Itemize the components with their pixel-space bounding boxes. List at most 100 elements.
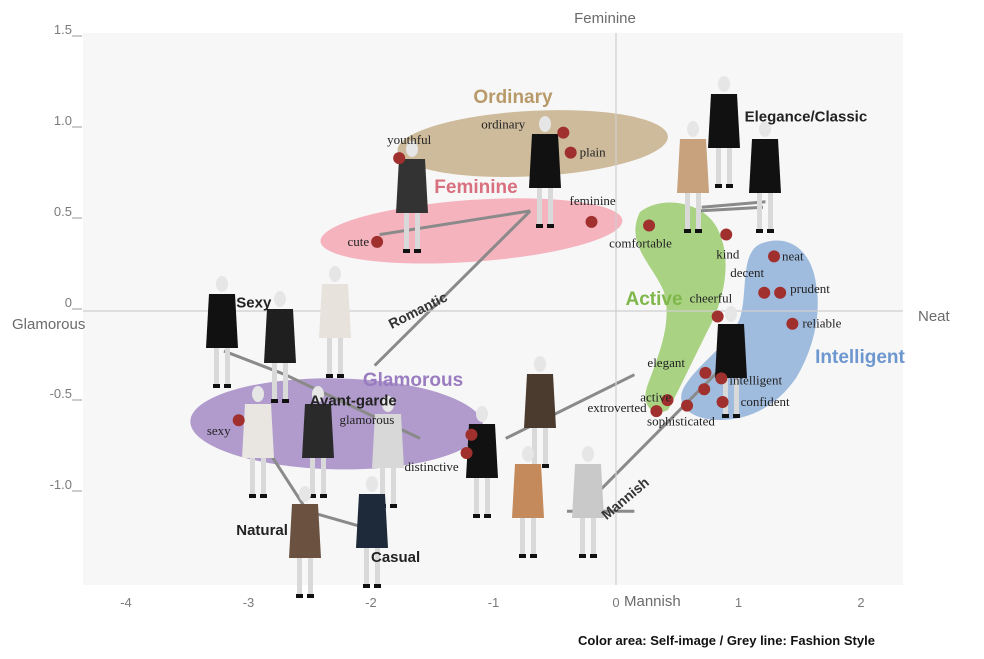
axis-label-top: Feminine bbox=[574, 10, 636, 27]
y-tick-label: -1.0 bbox=[50, 477, 72, 492]
model-shoe bbox=[473, 514, 480, 518]
model-shoe bbox=[320, 494, 327, 498]
model-leg bbox=[225, 348, 230, 386]
model-leg bbox=[308, 558, 313, 596]
point-extroverted bbox=[661, 394, 674, 407]
model-shoe bbox=[733, 414, 740, 418]
point-label-comfortable: comfortable bbox=[609, 235, 672, 250]
model-leg bbox=[214, 348, 219, 386]
model-figures bbox=[206, 76, 781, 598]
model-leg bbox=[716, 148, 721, 186]
style-label-casual: Casual bbox=[371, 549, 420, 566]
point-ordinary bbox=[557, 126, 570, 139]
model-head bbox=[406, 141, 418, 157]
model-leg bbox=[391, 468, 396, 506]
model-body bbox=[512, 464, 544, 518]
x-tick-label: 0 bbox=[612, 595, 619, 610]
model-leg bbox=[297, 558, 302, 596]
model-shoe bbox=[309, 494, 316, 498]
point-label-decent: decent bbox=[730, 265, 764, 280]
point-sophisticated bbox=[681, 399, 694, 412]
model-leg bbox=[283, 363, 288, 401]
point-active bbox=[698, 383, 711, 396]
model-leg bbox=[520, 518, 525, 556]
y-tick-label: 1.5 bbox=[54, 22, 72, 37]
model-body bbox=[264, 309, 296, 363]
model-shoe bbox=[684, 229, 691, 233]
model-leg bbox=[250, 458, 255, 496]
style-line-elegance/classic bbox=[699, 205, 764, 213]
point-label-reliable: reliable bbox=[802, 316, 841, 331]
region-label-ordinary: Ordinary bbox=[473, 87, 553, 108]
model-body bbox=[396, 159, 428, 213]
point-label-confident: confident bbox=[741, 394, 790, 409]
point-label-glamorous: glamorous bbox=[339, 412, 394, 427]
model-leg bbox=[310, 458, 315, 496]
model-shoe bbox=[390, 504, 397, 508]
point-youthful bbox=[393, 152, 406, 165]
point-intelligent bbox=[715, 372, 728, 385]
model-shoe bbox=[756, 229, 763, 233]
model-head bbox=[534, 356, 546, 372]
point-label-ordinary: ordinary bbox=[481, 117, 526, 132]
point-sexy bbox=[232, 414, 245, 427]
model-leg bbox=[404, 213, 409, 251]
model-leg bbox=[364, 548, 369, 586]
model-shoe bbox=[363, 584, 370, 588]
point-label-elegant: elegant bbox=[647, 355, 685, 370]
model-leg bbox=[734, 378, 739, 416]
region-label-glamorous: Glamorous bbox=[363, 370, 463, 391]
x-tick-label: -4 bbox=[120, 595, 132, 610]
style-connector bbox=[701, 200, 766, 209]
model-body bbox=[356, 494, 388, 548]
point-sophisticated-2 bbox=[650, 405, 663, 418]
model-shoe bbox=[726, 184, 733, 188]
model-head bbox=[582, 446, 594, 462]
x-tick-label: 2 bbox=[857, 595, 864, 610]
model-body bbox=[289, 504, 321, 558]
model-leg bbox=[531, 518, 536, 556]
model-body bbox=[372, 414, 404, 468]
term-points bbox=[232, 126, 799, 459]
model-head bbox=[216, 276, 228, 292]
model-body bbox=[302, 404, 334, 458]
model-shoe bbox=[715, 184, 722, 188]
model-shoe bbox=[374, 584, 381, 588]
model-shoe bbox=[767, 229, 774, 233]
point-label-prudent: prudent bbox=[790, 281, 830, 296]
model-head bbox=[718, 76, 730, 92]
model-shoe bbox=[296, 594, 303, 598]
axis-label-bottom: Mannish bbox=[624, 593, 681, 610]
model-leg bbox=[548, 188, 553, 226]
model-leg bbox=[321, 458, 326, 496]
model-shoe bbox=[484, 514, 491, 518]
model-body bbox=[715, 324, 747, 378]
model-shoe bbox=[542, 464, 549, 468]
point-neat bbox=[768, 250, 781, 263]
model-shoe bbox=[282, 399, 289, 403]
x-tick-label: -2 bbox=[365, 595, 377, 610]
chart-caption: Color area: Self-image / Grey line: Fash… bbox=[578, 633, 875, 648]
model-body bbox=[749, 139, 781, 193]
point-confident bbox=[716, 396, 729, 408]
style-label-avant-garde: Avant-garde bbox=[310, 393, 397, 410]
region-label-active: Active bbox=[625, 289, 682, 310]
model-body bbox=[677, 139, 709, 193]
model-shoe bbox=[307, 594, 314, 598]
axis-label-left: Glamorous bbox=[12, 316, 85, 333]
model-leg bbox=[375, 548, 380, 586]
point-reliable bbox=[786, 317, 799, 330]
point-label-extroverted: extroverted bbox=[587, 400, 647, 415]
model-head bbox=[522, 446, 534, 462]
model-leg bbox=[685, 193, 690, 231]
model-shoe bbox=[536, 224, 543, 228]
axis-label-right: Neat bbox=[918, 308, 951, 325]
model-shoe bbox=[260, 494, 267, 498]
model-leg bbox=[327, 338, 332, 376]
model-leg bbox=[272, 363, 277, 401]
point-label-plain: plain bbox=[580, 145, 606, 160]
point-glamorous bbox=[465, 428, 478, 441]
model-shoe bbox=[326, 374, 333, 378]
model-leg bbox=[537, 188, 542, 226]
model-leg bbox=[474, 478, 479, 516]
